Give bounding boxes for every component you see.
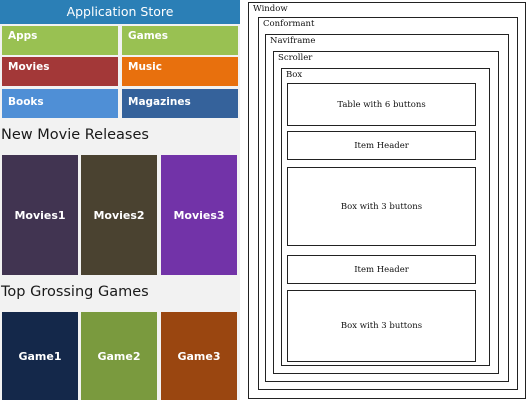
movie-tile-2[interactable]: Movies2: [81, 155, 157, 275]
naviframe-label: Naviframe: [270, 36, 316, 46]
box-label: Box: [286, 70, 303, 80]
category-button-apps[interactable]: Apps: [2, 26, 118, 55]
box-with-3-buttons-2: Box with 3 buttons: [287, 290, 476, 362]
conformant-label: Conformant: [263, 19, 315, 29]
game-tile-2[interactable]: Game2: [81, 312, 157, 400]
game-tile-3[interactable]: Game3: [161, 312, 237, 400]
game-tile-1[interactable]: Game1: [2, 312, 78, 400]
category-button-magazines[interactable]: Magazines: [122, 89, 238, 118]
app-title-bar: Application Store: [0, 0, 240, 24]
window-label: Window: [253, 4, 288, 14]
category-button-games[interactable]: Games: [122, 26, 238, 55]
section-header-games: Top Grossing Games: [1, 284, 149, 300]
category-button-movies[interactable]: Movies: [2, 57, 118, 86]
movie-tile-1[interactable]: Movies1: [2, 155, 78, 275]
movie-tile-3[interactable]: Movies3: [161, 155, 237, 275]
box-with-3-buttons-1: Box with 3 buttons: [287, 167, 476, 246]
table-with-6-buttons-box: Table with 6 buttons: [287, 83, 476, 126]
category-button-music[interactable]: Music: [122, 57, 238, 86]
category-button-books[interactable]: Books: [2, 89, 118, 118]
item-header-box-1: Item Header: [287, 131, 476, 160]
scroller-label: Scroller: [278, 53, 313, 63]
section-header-movies: New Movie Releases: [1, 127, 149, 143]
app-store-screen: Application Store Apps Games Movies Musi…: [0, 0, 240, 400]
item-header-box-2: Item Header: [287, 255, 476, 284]
